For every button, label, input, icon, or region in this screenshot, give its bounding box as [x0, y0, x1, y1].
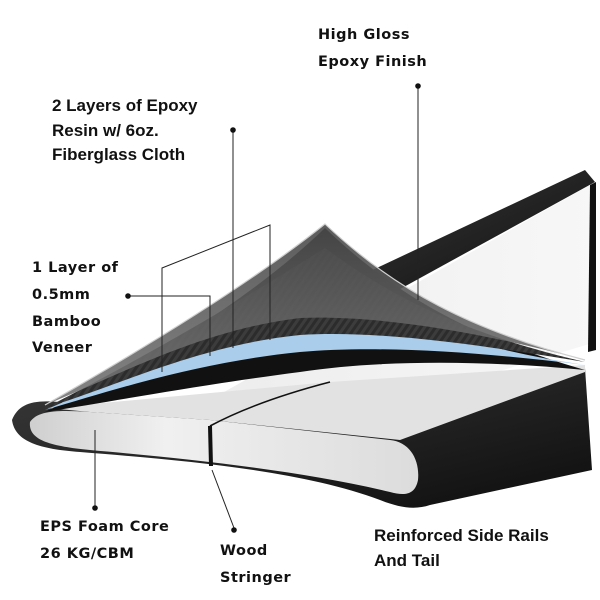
fiberglass-layer-top: [45, 248, 585, 408]
leader-bamboo: [128, 295, 211, 356]
leader-stringer: [211, 469, 235, 529]
dot-epoxy-layers: [230, 127, 236, 133]
wood-stringer: [208, 426, 213, 466]
dot-bamboo: [125, 293, 131, 299]
wood-stringer-top: [209, 381, 331, 427]
label-eps-foam-core: EPS Foam Core 26 KG/CBM: [40, 519, 170, 562]
board-deck-far: [330, 170, 595, 300]
label-bamboo-veneer: 1 Layer of 0.5mm Bamboo Veneer: [32, 260, 119, 357]
eps-foam-core-top: [48, 365, 585, 440]
leader-dots: [92, 83, 421, 533]
label-epoxy-fiberglass-layers: 2 Layers of Epoxy Resin w/ 6oz. Fibergla…: [52, 96, 198, 165]
bamboo-veneer-layer: [45, 265, 585, 410]
dot-stringer: [231, 527, 237, 533]
label-wood-stringer: Wood Stringer: [220, 543, 292, 586]
eps-foam-core-section: [29, 411, 419, 495]
side-rail-far: [588, 182, 596, 352]
dot-high-gloss: [415, 83, 421, 89]
dot-eps: [92, 505, 98, 511]
high-gloss-epoxy-edge: [44, 223, 586, 406]
leader-epoxy-bracket: [161, 224, 271, 372]
label-reinforced-side-rails: Reinforced Side Rails And Tail: [374, 526, 549, 570]
label-high-gloss-epoxy-finish: High Gloss Epoxy Finish: [318, 27, 428, 70]
leader-lines: [94, 86, 419, 529]
high-gloss-epoxy-layer: [45, 224, 585, 405]
